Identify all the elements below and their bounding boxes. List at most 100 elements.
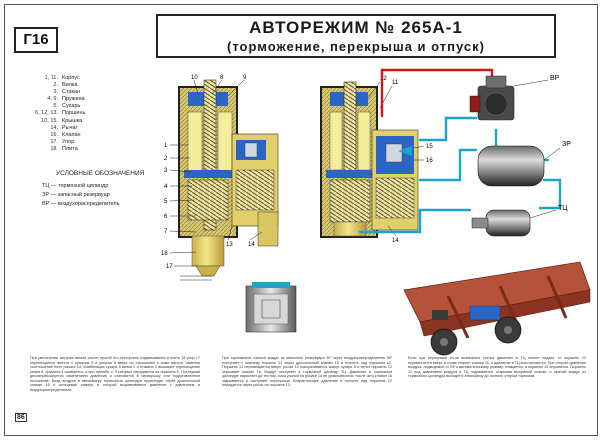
text-column-3: Если при перекрыше из-за возможных утече… bbox=[408, 356, 586, 378]
left-callout-6: 6 bbox=[164, 214, 168, 220]
right-callout-15: 15 bbox=[426, 144, 433, 150]
left-callout-13: 13 bbox=[226, 242, 233, 248]
wagon-bogie bbox=[403, 261, 591, 356]
legend-row: 6, 12, 13.Поршень bbox=[28, 110, 106, 117]
blue-pipe-tc bbox=[538, 178, 562, 210]
left-callout-4: 4 bbox=[164, 184, 168, 190]
air-distributor bbox=[469, 75, 549, 121]
left-callout-14: 14 bbox=[248, 242, 255, 248]
blue-pipe-vr bbox=[418, 116, 478, 142]
text-column-1: При увеличении загрузки вагона растет пр… bbox=[30, 356, 200, 392]
legend-row: 5.Сухарь bbox=[28, 103, 106, 110]
left-inner-sleeve bbox=[187, 111, 203, 173]
left-callout-5: 5 bbox=[164, 199, 168, 205]
right-side-spring bbox=[375, 177, 415, 219]
legend-name: Крышка bbox=[62, 117, 83, 124]
distributor-cover bbox=[485, 93, 507, 115]
left-mid-channel bbox=[184, 170, 236, 178]
legend-name: Корпус bbox=[62, 75, 80, 81]
legend-row: 10, 15. Крышка bbox=[28, 118, 106, 125]
notation-name: тормозной цилиндр bbox=[58, 183, 109, 189]
notation-row: ВР — воздухораспределитель bbox=[42, 201, 120, 207]
right-spring bbox=[329, 179, 371, 223]
left-callout-10: 10 bbox=[191, 75, 198, 81]
right-lower-base bbox=[333, 221, 367, 237]
legend-row: 2. Вилка bbox=[28, 82, 106, 89]
left-lower-tip bbox=[195, 265, 221, 277]
reservoir-body bbox=[477, 145, 545, 187]
right-air-arrow bbox=[398, 146, 412, 156]
right-inner-sleeve-right bbox=[357, 111, 371, 171]
blue-pipe-return bbox=[358, 208, 472, 234]
legend-row: 4, 9. Пружина bbox=[28, 96, 106, 103]
frame-cross-1 bbox=[446, 295, 470, 339]
legend-number: 2. bbox=[53, 82, 58, 89]
left-callout-2: 2 bbox=[164, 156, 168, 162]
notations-list: ТЦ — тормозной цилиндр ЗР — запасный рез… bbox=[42, 182, 120, 209]
legend-name: Стакан bbox=[62, 89, 81, 96]
right-callout-11: 11 bbox=[392, 80, 399, 86]
title-box: АВТОРЕЖИМ № 265А-1 (торможение, перекрыш… bbox=[156, 14, 556, 58]
notation-abbr: ТЦ bbox=[42, 183, 50, 189]
brake-cylinder bbox=[471, 209, 557, 237]
left-callout-17: 17 bbox=[166, 264, 173, 270]
cylinder-body bbox=[485, 209, 531, 237]
label-tc: ТЦ bbox=[558, 205, 568, 212]
left-callout-1: 1 bbox=[164, 143, 168, 149]
right-mid-channel bbox=[326, 170, 376, 178]
left-lower-cylinder bbox=[191, 235, 225, 267]
legend-name: Рычаг bbox=[62, 124, 78, 131]
legend-number: 16. bbox=[50, 131, 58, 138]
notation-abbr: ВР bbox=[42, 201, 50, 207]
left-side-spring bbox=[235, 169, 275, 211]
legend-number: 1, 11. bbox=[44, 75, 58, 81]
left-callout-9: 9 bbox=[243, 75, 247, 81]
cylinder-rod bbox=[471, 217, 489, 229]
legend-row: 14.Рычаг bbox=[28, 125, 106, 132]
notations-heading: Условные обозначения bbox=[56, 170, 145, 177]
legend-row: 3. Стакан bbox=[28, 89, 106, 96]
legend-name: Сухарь bbox=[62, 103, 81, 110]
legend-number: 4, 9. bbox=[47, 96, 58, 103]
right-cutaway bbox=[320, 81, 419, 238]
left-spring bbox=[187, 179, 229, 221]
legend-number: 18. bbox=[50, 145, 58, 152]
notation-name: воздухораспределитель bbox=[57, 201, 120, 207]
legend-number: 10, 15. bbox=[41, 117, 58, 124]
blue-pipe-zr bbox=[418, 148, 478, 182]
legend-number: 17. bbox=[50, 138, 58, 145]
legend-row: 1, 11. Корпус bbox=[28, 75, 106, 82]
legend-number: 3. bbox=[53, 89, 58, 96]
label-zr: ЗР bbox=[562, 141, 571, 148]
legend-row: 17. Упор bbox=[28, 139, 106, 146]
label-vr: ВР bbox=[550, 75, 560, 82]
right-valve bbox=[385, 143, 403, 163]
legend-number: 6, 12, 13. bbox=[35, 110, 58, 117]
detail-frame bbox=[261, 299, 281, 319]
right-inner-sleeve bbox=[329, 111, 343, 171]
notation-name: запасный резервуар bbox=[57, 192, 110, 198]
red-pipe-top bbox=[380, 68, 494, 84]
poster-code: Г16 bbox=[14, 27, 58, 53]
poster-frame bbox=[4, 4, 598, 436]
title-sub: (торможение, перекрыша и отпуск) bbox=[227, 39, 485, 54]
legend-row: 16.Клапан bbox=[28, 132, 106, 139]
legend-name: Пружина bbox=[62, 96, 85, 103]
notation-row: ЗР — запасный резервуар bbox=[42, 192, 110, 198]
frame-cross-3 bbox=[546, 275, 568, 319]
left-callout-8: 8 bbox=[220, 75, 224, 81]
text-column-2: При торможении сжатый воздух из запасног… bbox=[222, 356, 392, 387]
legend-name: Вилка bbox=[62, 82, 78, 89]
air-reservoir bbox=[477, 145, 561, 187]
legend-name: Упор bbox=[62, 138, 75, 145]
notation-row: ТЦ — тормозной цилиндр bbox=[42, 183, 109, 189]
legend-name: Плита bbox=[62, 145, 78, 152]
legend-row: 18. Плита bbox=[28, 146, 106, 153]
distributor-top bbox=[485, 75, 507, 89]
detail-sketch bbox=[245, 282, 297, 333]
bogie-autoregime bbox=[469, 305, 501, 321]
distributor-valve bbox=[469, 95, 481, 113]
left-callout-7: 7 bbox=[164, 229, 168, 235]
title-main: АВТОРЕЖИМ № 265А-1 bbox=[249, 18, 463, 37]
